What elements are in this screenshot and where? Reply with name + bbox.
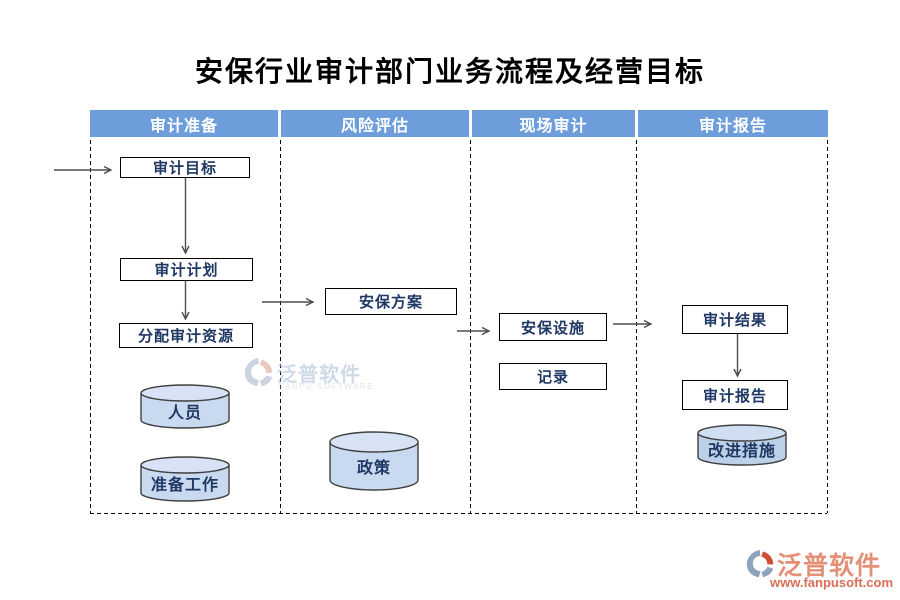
flow-node-audit-results: 审计结果 [682, 305, 788, 334]
fanpu-logo-icon [746, 549, 774, 578]
cylinder-personnel: 人员 [140, 384, 230, 429]
cylinder-label: 准备工作 [150, 477, 219, 494]
cylinder-shape [329, 431, 419, 491]
watermark-subtitle-text: FANPU SOFTWARE [279, 382, 374, 391]
lane-header-risk-assessment: 风险评估 [281, 110, 469, 137]
watermark-footer: 泛普软件 www.fanpusoft.com [746, 548, 893, 590]
lane-header-onsite-audit: 现场审计 [472, 110, 635, 137]
watermark-brand-text: 泛普软件 [777, 553, 882, 580]
watermark-url-text: www.fanpusoft.com [770, 575, 894, 590]
flow-node-records: 记录 [499, 363, 607, 390]
lane-header-audit-preparation: 审计准备 [90, 110, 278, 137]
flow-node-security-scheme: 安保方案 [325, 288, 457, 315]
watermark-center: 泛普软件 FANPU SOFTWARE [244, 356, 372, 393]
flow-node-security-facilities: 安保设施 [499, 313, 607, 341]
cylinder-shape [140, 384, 230, 429]
cylinder-label: 政策 [356, 460, 391, 477]
flow-node-allocate-resources: 分配审计资源 [119, 323, 253, 348]
watermark-brand-text: 泛普软件 [277, 364, 361, 386]
flow-node-audit-report: 审计报告 [682, 380, 788, 410]
lane-header-audit-report: 审计报告 [638, 110, 828, 137]
cylinder-preparation-work: 准备工作 [140, 456, 230, 502]
flow-node-audit-objective: 审计目标 [120, 157, 250, 178]
cylinder-shape [697, 424, 787, 466]
flow-node-audit-plan: 审计计划 [120, 258, 253, 281]
diagram-title: 安保行业审计部门业务流程及经营目标 [194, 57, 705, 88]
cylinder-label: 改进措施 [707, 443, 776, 460]
fanpu-logo-icon [244, 357, 273, 387]
cylinder-label: 人员 [167, 404, 202, 422]
cylinder-policy: 政策 [329, 431, 419, 491]
cylinder-shape [140, 456, 230, 502]
cylinder-improvement-measures: 改进措施 [697, 424, 787, 466]
